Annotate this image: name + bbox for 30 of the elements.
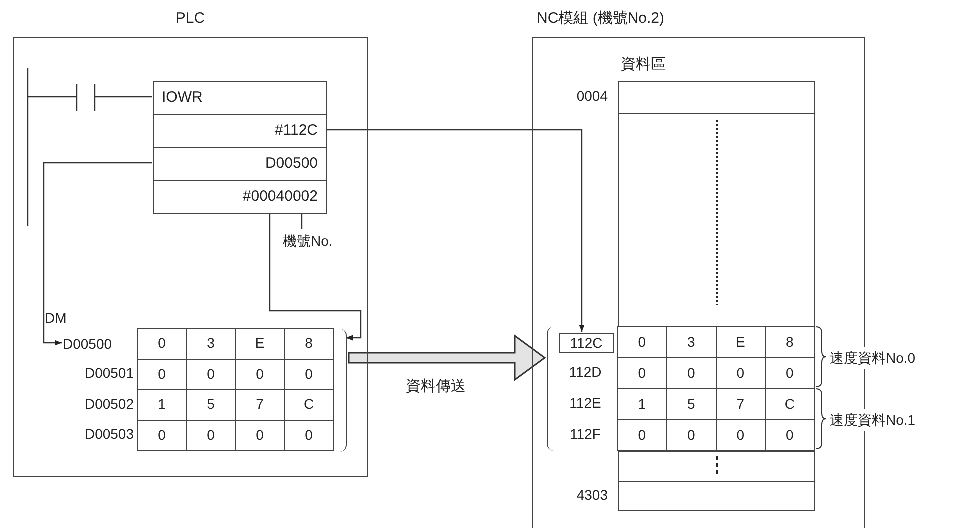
address-label: D00503 [84,425,134,444]
arrow [269,213,362,341]
address-box: 112C [559,333,614,353]
address-label: 0004 [576,86,608,106]
table-cell: 8 [284,328,334,360]
column-title: 資料區 [621,54,666,74]
section-label: DM [45,309,68,327]
block-arrow [348,334,546,382]
instruction-row: D00500 [153,147,327,181]
address-label: 112D [568,362,603,382]
arrow [326,129,585,332]
arrow [43,162,152,346]
address-label: 112E [568,394,602,412]
leader-line [301,213,303,229]
table-cell: 0 [617,326,668,358]
table-cell: 0 [284,420,334,451]
note-label: 機號No. [283,230,363,252]
address-label: D00502 [84,394,134,414]
instruction-row: #112C [153,114,327,148]
instruction-row: IOWR [153,81,327,115]
table-cell: 0 [137,420,187,451]
address-label: 4303 [576,486,608,504]
instruction-row: #00040002 [153,180,327,214]
table-cell: 0 [617,419,668,451]
table-cell: 0 [137,328,187,360]
address-label: D00501 [84,364,134,383]
address-label: D00500 [63,333,135,355]
frame-title: PLC [176,8,206,28]
address-label: 112F [569,424,602,444]
frame-title: NC模組 (機號No.2) [537,8,665,28]
